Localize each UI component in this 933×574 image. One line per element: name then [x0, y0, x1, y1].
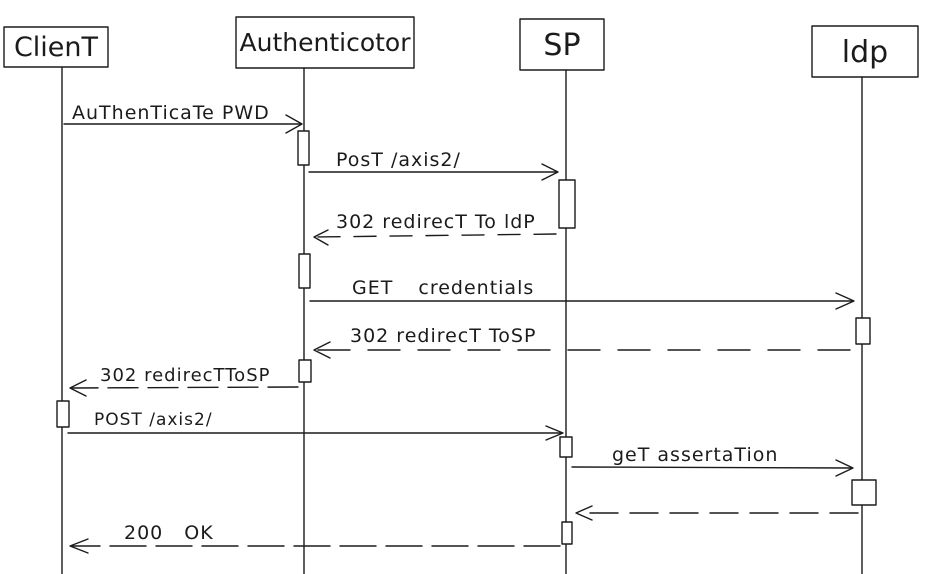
- activation-box: [559, 436, 573, 458]
- message-label: geT assertaTion: [612, 444, 778, 466]
- message-label: GET credentials: [352, 277, 534, 299]
- actor-idp-label: ldp: [842, 35, 888, 70]
- message-label: 302 redirecT To ldP: [336, 211, 536, 233]
- message-get-assertation: geT assertaTion: [571, 444, 854, 477]
- actor-client-label: ClienT: [14, 32, 99, 63]
- activation-box: [558, 179, 576, 229]
- message-302-redirect-to-sp-authenticator: 302 redirecT ToSP: [313, 325, 851, 359]
- activation-box: [855, 317, 871, 345]
- message-assertion-response: [575, 505, 859, 521]
- activation-box: [297, 130, 310, 166]
- activation-box: [298, 253, 311, 289]
- message-label: AuThenTicaTe PWD: [72, 102, 270, 124]
- activation-box: [56, 400, 70, 428]
- actor-authenticator: Authenticotor: [235, 16, 415, 69]
- activation-box: [298, 359, 312, 383]
- message-label: 200 OK: [124, 522, 214, 544]
- message-302-redirect-to-idp: 302 redirecT To ldP: [313, 211, 557, 246]
- actor-idp: ldp: [811, 25, 919, 78]
- message-post-axis2-authenticator: PosT /axis2/: [308, 149, 559, 181]
- activation-box: [561, 521, 573, 545]
- message-302-redirect-to-sp-client: 302 redirecTToSP: [69, 365, 299, 397]
- message-get-credentials: GET credentials: [309, 277, 855, 310]
- message-200-ok: 200 OK: [69, 522, 561, 554]
- message-label: 302 redirecT ToSP: [350, 325, 536, 347]
- actor-authenticator-label: Authenticotor: [240, 28, 412, 57]
- actor-client: ClienT: [3, 26, 109, 68]
- message-label: 302 redirecTToSP: [100, 365, 270, 386]
- message-post-axis2-client: POST /axis2/: [67, 410, 564, 441]
- actor-sp-label: SP: [543, 28, 580, 63]
- message-authenticate-pwd: AuThenTicaTe PWD: [63, 102, 303, 134]
- message-label: PosT /axis2/: [336, 149, 461, 171]
- activation-box: [851, 479, 877, 506]
- message-label: POST /axis2/: [94, 410, 213, 430]
- actor-sp: SP: [519, 18, 605, 71]
